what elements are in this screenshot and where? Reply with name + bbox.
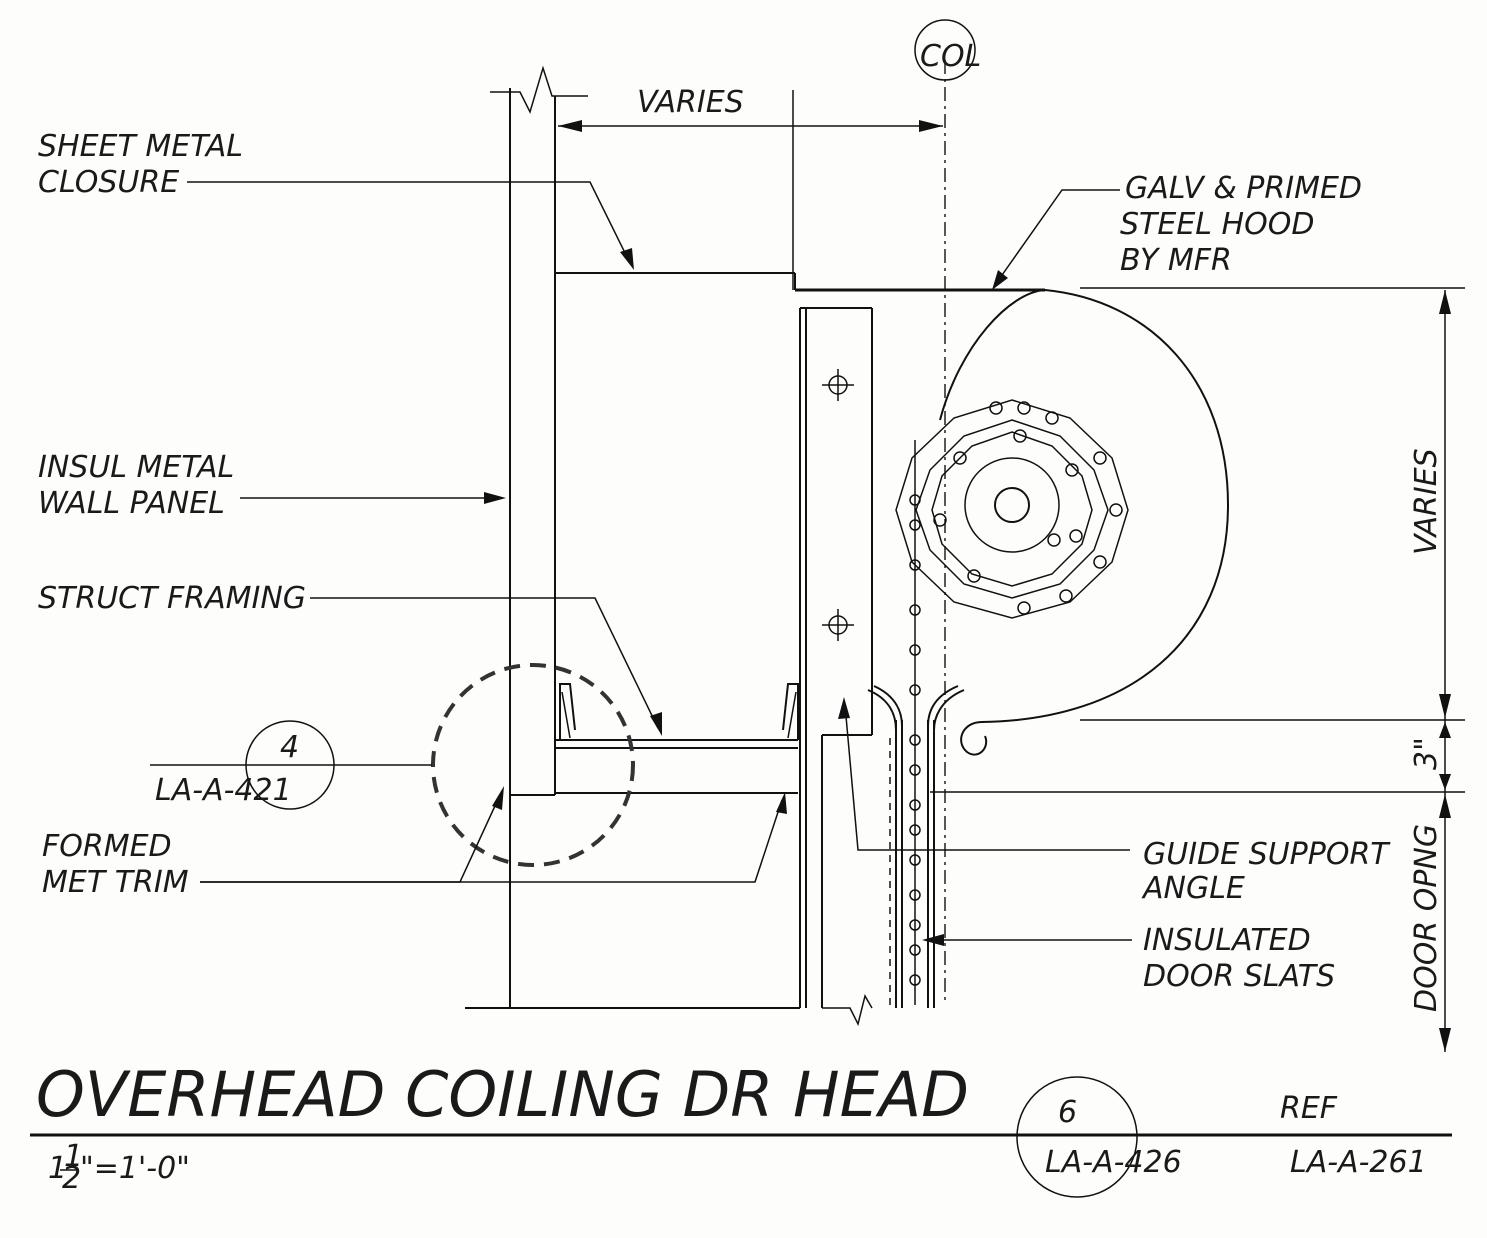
structural-framing-channel (555, 683, 799, 794)
slats-label-1: INSULATED (1143, 923, 1311, 958)
drawing-title: OVERHEAD COILING DR HEAD (36, 1058, 969, 1131)
dimension-right: VARIES 3" DOOR OPNG (930, 287, 1465, 1052)
varies-right-label: VARIES (1409, 448, 1444, 555)
struct-framing-label: STRUCT FRAMING (38, 581, 306, 616)
title-detail-number: 6 (1058, 1095, 1077, 1130)
galv-label-1: GALV & PRIMED (1125, 171, 1362, 206)
right-labels: GALV & PRIMED STEEL HOOD BY MFR GUIDE SU… (1120, 171, 1391, 994)
steel-hood (939, 288, 1230, 756)
ref-label: REF (1280, 1091, 1338, 1126)
insul-label-2: WALL PANEL (38, 486, 225, 521)
title-block: OVERHEAD COILING DR HEAD 1 1 2 "=1'-0" 6… (30, 1058, 1452, 1198)
sheet-metal-label-2: CLOSURE (38, 165, 179, 200)
left-labels: SHEET METAL CLOSURE INSUL METAL WALL PAN… (38, 129, 306, 900)
scale-whole: 1 (48, 1151, 67, 1186)
guide-label-1: GUIDE SUPPORT (1143, 837, 1391, 872)
sheet-metal-closure (555, 272, 1045, 292)
detail-reference-circle (431, 663, 635, 867)
scale-den: 2 (62, 1161, 81, 1196)
column-centerline: COL (914, 19, 981, 1000)
callout-sheet: LA-A-421 (155, 773, 292, 808)
scale-num: 1 (64, 1139, 83, 1174)
ref-sheet: LA-A-261 (1290, 1145, 1427, 1180)
title-detail-sheet: LA-A-426 (1045, 1145, 1182, 1180)
formed-label-1: FORMED (42, 829, 172, 864)
callout-number: 4 (280, 730, 299, 765)
guide-support-angle (799, 307, 873, 1027)
slats-label-2: DOOR SLATS (1143, 959, 1335, 994)
insulated-wall-panel (465, 65, 800, 1009)
leader-lines (187, 181, 1132, 946)
col-label: COL (920, 39, 981, 74)
sheet-metal-label-1: SHEET METAL (38, 129, 243, 164)
scale-rest: "=1'-0" (80, 1151, 190, 1186)
galv-label-3: BY MFR (1120, 243, 1232, 278)
galv-label-2: STEEL HOOD (1120, 207, 1314, 242)
insul-label-1: INSUL METAL (38, 450, 234, 485)
three-inch-label: 3" (1409, 737, 1444, 770)
door-slats (909, 440, 921, 1005)
coiled-door-roll (895, 399, 1129, 619)
door-guide (867, 685, 965, 1008)
guide-label-2: ANGLE (1141, 871, 1245, 906)
formed-label-2: MET TRIM (42, 865, 189, 900)
door-opening-label: DOOR OPNG (1409, 824, 1444, 1012)
detail-callout-4: 4 LA-A-421 (150, 720, 335, 810)
dimension-varies-top: VARIES (558, 85, 943, 290)
varies-top-label: VARIES (637, 85, 744, 120)
